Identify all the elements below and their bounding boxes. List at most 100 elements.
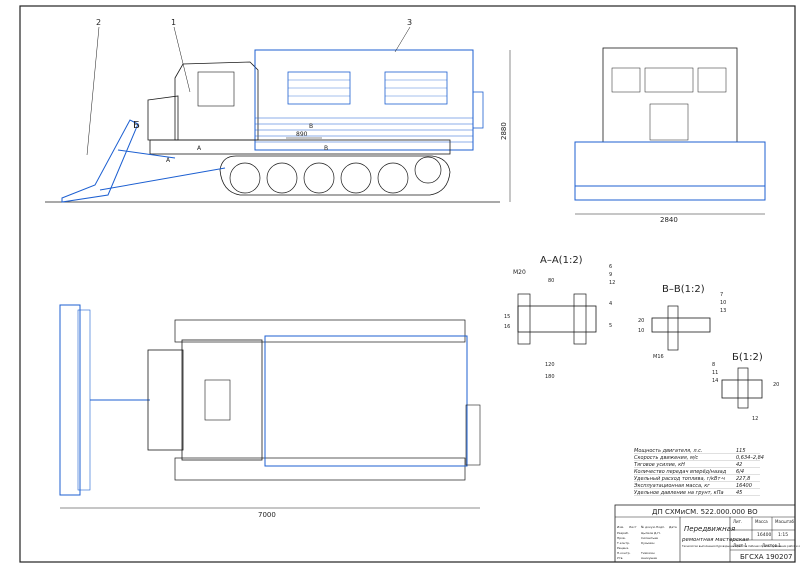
track-outline — [219, 155, 451, 196]
spec-label: Скорость движения, м/с — [634, 455, 698, 461]
window-grilles — [288, 79, 447, 97]
title-mass: 16400 — [757, 532, 771, 538]
hood-outline — [147, 95, 179, 141]
front-blade — [574, 141, 766, 187]
chassis-frame — [149, 139, 451, 155]
plan-track-top — [174, 319, 466, 343]
title-role: Н.контр. — [617, 551, 630, 555]
spec-value: 227,8 — [736, 476, 750, 482]
title-role-name: Кузьмин — [641, 541, 654, 545]
section-bb-thread: М16 — [653, 354, 664, 360]
section-bb-callout-13: 13 — [720, 308, 726, 314]
section-mark-b: Б — [133, 120, 140, 131]
spec-label: Мощность двигателя, л.с. — [634, 448, 702, 454]
leader-2-line — [86, 26, 100, 156]
title-col-header: Дата — [669, 525, 677, 529]
section-aa-dim-left1: 15 — [504, 314, 510, 320]
section-bb-title: В–В(1:2) — [662, 284, 705, 295]
section-mark-v2: В — [324, 145, 328, 152]
section-b-dim-12: 12 — [752, 416, 758, 422]
title-role-name: Тимохин — [640, 551, 655, 555]
section-b-bolt — [737, 367, 749, 409]
section-aa-callout-9: 9 — [609, 272, 612, 278]
section-b-plate — [721, 379, 763, 399]
title-role-name: Цыпков Д.Н. — [641, 531, 661, 535]
title-block: ДП СХМиСМ. 522.000.000 ВО Передвижная ре… — [614, 504, 800, 563]
title-col-header: Подп. — [656, 525, 665, 529]
leader-label-1: 1 — [171, 18, 176, 27]
section-aa-title: А–А(1:2) — [540, 255, 583, 266]
section-aa-bolt-right — [573, 293, 587, 345]
section-aa-thread: М20 — [513, 269, 526, 276]
section-bb-callout-10: 10 — [720, 300, 726, 306]
title-role: Т.контр. — [616, 541, 630, 545]
spec-value: 42 — [736, 462, 742, 468]
plan-hood — [147, 349, 184, 451]
section-aa-callout-12: 12 — [609, 280, 615, 286]
spec-label: Тяговое усилие, кН — [634, 462, 685, 468]
plan-hatch — [204, 379, 231, 421]
title-block-frame — [614, 504, 796, 563]
dim-height: 2880 — [500, 122, 508, 140]
front-blade-edge — [574, 185, 766, 201]
plan-blade — [59, 304, 81, 496]
spec-label: Количество передач вперёд/назад — [634, 469, 727, 475]
cabin-outline — [174, 61, 259, 141]
section-b-callout-14: 14 — [712, 378, 718, 384]
title-role: Пров. — [617, 536, 626, 540]
title-scale: 1:15 — [778, 532, 788, 538]
section-b-callout-8: 8 — [712, 362, 715, 368]
front-radiator — [649, 103, 689, 141]
title-mass-header: Масса — [755, 519, 768, 524]
section-mark-v1: В — [309, 123, 313, 130]
plan-workshop-body — [264, 335, 468, 467]
title-lit-header: Лит. — [733, 519, 742, 524]
title-col-header: № докум. — [641, 525, 656, 529]
spec-label: Эксплуатационная масса, кг — [633, 483, 710, 489]
dim-890: 890 — [296, 131, 308, 138]
section-b: Б(1:2) 20 12 8 11 14 — [712, 352, 779, 422]
section-aa-bolt-left — [517, 293, 531, 345]
leader-label-3: 3 — [407, 18, 412, 27]
section-bb-bolt — [667, 305, 679, 351]
section-bb: В–В(1:2) 20 10 М16 7 10 13 — [638, 284, 726, 360]
section-aa-dim-80: 80 — [548, 278, 554, 284]
spec-value: 0,634–2,84 — [736, 455, 764, 461]
front-body — [602, 47, 738, 143]
title-name-line2: ремонтная мастерская — [681, 537, 750, 543]
section-b-dim-20: 20 — [773, 382, 779, 388]
spec-value: 16400 — [736, 483, 752, 489]
front-window-center — [644, 67, 694, 93]
sheet-frame — [19, 5, 796, 563]
dozer-blade — [61, 119, 139, 203]
title-role: Утв. — [617, 556, 623, 560]
plan-cabin — [181, 339, 263, 461]
front-window-right — [697, 67, 727, 93]
front-window-left — [611, 67, 641, 93]
spec-label: Удельное давление на грунт, кПа — [634, 490, 724, 496]
blade-hydraulic-arm — [117, 149, 176, 159]
title-role: Разраб. — [617, 531, 629, 535]
title-scale-header: Масштаб — [775, 519, 795, 524]
leader-3-line — [394, 26, 411, 53]
title-code: ДП СХМиСМ. 522.000.000 ВО — [652, 508, 758, 516]
plan-view: 7000 — [59, 304, 481, 519]
spec-label: Удельный расход топлива, г/кВт·ч — [634, 476, 725, 482]
title-sheets: Листов 1 — [762, 543, 781, 548]
title-roles: Разраб. Цыпков Д.Н. Пров. СилантьевТ.контр.… — [616, 531, 661, 560]
dim-length: 7000 — [258, 511, 276, 519]
title-role-name: Аникушев — [641, 556, 657, 560]
plan-rear-boxes — [465, 404, 481, 466]
title-col-header: Изм. — [617, 525, 624, 529]
title-name-line1: Передвижная — [684, 525, 735, 533]
title-role-name: Силантьев — [641, 536, 658, 540]
section-aa-dim-left2: 16 — [504, 324, 510, 330]
section-mark-a2: А — [197, 145, 202, 152]
section-mark-a1: А — [166, 157, 171, 164]
spec-value: 6/4 — [736, 469, 744, 475]
section-b-title: Б(1:2) — [732, 352, 763, 363]
